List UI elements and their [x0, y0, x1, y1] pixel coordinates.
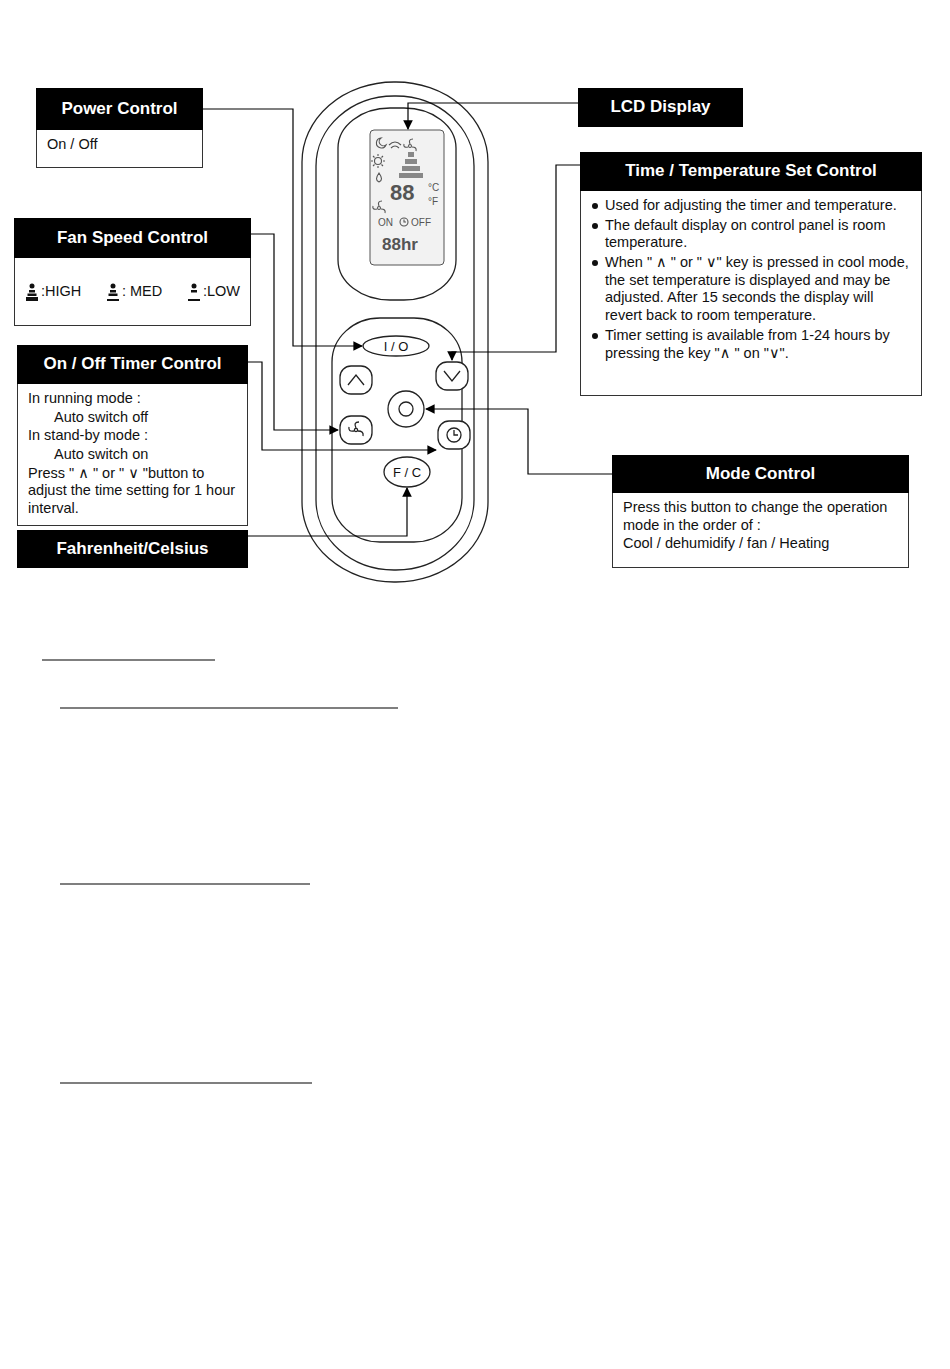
button-symbols [348, 371, 461, 442]
callout-body: In running mode :Auto switch offIn stand… [17, 384, 248, 526]
fan-speed-callout: Fan Speed Control :HIGH : MED :LOW [14, 218, 251, 326]
lcd-digits: 88 [390, 182, 414, 204]
callout-title: On / Off Timer Control [43, 354, 221, 374]
callout-header: LCD Display [578, 88, 743, 127]
power-button: I / O [362, 335, 430, 357]
callout-title: Mode Control [706, 464, 816, 484]
callout-header: Fahrenheit/Celsius [17, 530, 248, 568]
callout-text: In stand-by mode : [28, 427, 237, 445]
remote-buttons [340, 362, 470, 449]
lcd-hours: 88hr [382, 236, 418, 253]
button-label: I / O [384, 339, 409, 354]
callout-text: On / Off [47, 136, 192, 154]
lcd-callout: LCD Display [578, 88, 743, 127]
callout-header: On / Off Timer Control [17, 345, 248, 384]
callout-body: :HIGH : MED :LOW [14, 258, 251, 326]
fan-speed-item: :LOW [187, 283, 240, 301]
timer-on: ON [378, 218, 393, 228]
fan-level-icon [106, 283, 120, 301]
fan-speed-level: :HIGH [41, 283, 81, 301]
callout-text: Auto switch on [28, 446, 237, 464]
callout-text: Press " ∧ " or " ∨ "button to adjust the… [28, 465, 237, 518]
callout-title: Power Control [61, 99, 177, 119]
unit-c: °C [428, 183, 439, 193]
timer-off: OFF [411, 218, 431, 228]
fan-speed-level: : MED [122, 283, 162, 301]
callout-text: Cool / dehumidify / fan / Heating [623, 535, 898, 553]
callout-title: Time / Temperature Set Control [625, 161, 877, 181]
lcd-screen [370, 130, 444, 265]
remote-body [302, 82, 488, 582]
time-temp-callout: Time / Temperature Set ControlUsed for a… [580, 152, 922, 396]
callout-header: Mode Control [612, 455, 909, 493]
lcd-fan-bars [399, 152, 423, 178]
callout-text: In running mode : [28, 390, 237, 408]
callout-header: Time / Temperature Set Control [580, 152, 922, 191]
callout-body: Press this button to change the operatio… [612, 493, 909, 568]
fan-speed-item: :HIGH [25, 283, 81, 301]
callout-title: LCD Display [610, 97, 710, 117]
callout-text: The default display on control panel is … [591, 217, 911, 252]
fan-level-icon [25, 283, 39, 301]
leader-lines [248, 103, 612, 474]
power-callout: Power Control On / Off [36, 88, 203, 168]
callout-title: Fan Speed Control [57, 228, 208, 248]
callout-text: Auto switch off [28, 409, 237, 427]
fan-speed-item: : MED [106, 283, 162, 301]
timer-callout: On / Off Timer ControlIn running mode :A… [17, 345, 248, 526]
unit-f: °F [428, 197, 438, 207]
callout-text: When " ∧ " or " ∨" key is pressed in coo… [591, 254, 911, 325]
blank-heading-rules [42, 660, 398, 1083]
callout-header: Fan Speed Control [14, 218, 251, 258]
fan-speed-level: :LOW [203, 283, 240, 301]
lcd-icons [371, 138, 416, 226]
button-label: F / C [393, 465, 421, 480]
callout-text: Press this button to change the operatio… [623, 499, 898, 534]
leader-arrow [248, 488, 407, 536]
fc-button: F / C [383, 456, 431, 488]
callout-text: Used for adjusting the timer and tempera… [591, 197, 911, 215]
callout-text: Timer setting is available from 1-24 hou… [591, 327, 911, 362]
fan-level-icon [187, 283, 201, 301]
callout-body: Used for adjusting the timer and tempera… [580, 191, 922, 396]
callout-body: On / Off [36, 130, 203, 168]
callout-header: Power Control [36, 88, 203, 130]
mode-callout: Mode ControlPress this button to change … [612, 455, 909, 568]
fc-callout: Fahrenheit/Celsius [17, 530, 248, 568]
callout-title: Fahrenheit/Celsius [56, 539, 208, 559]
